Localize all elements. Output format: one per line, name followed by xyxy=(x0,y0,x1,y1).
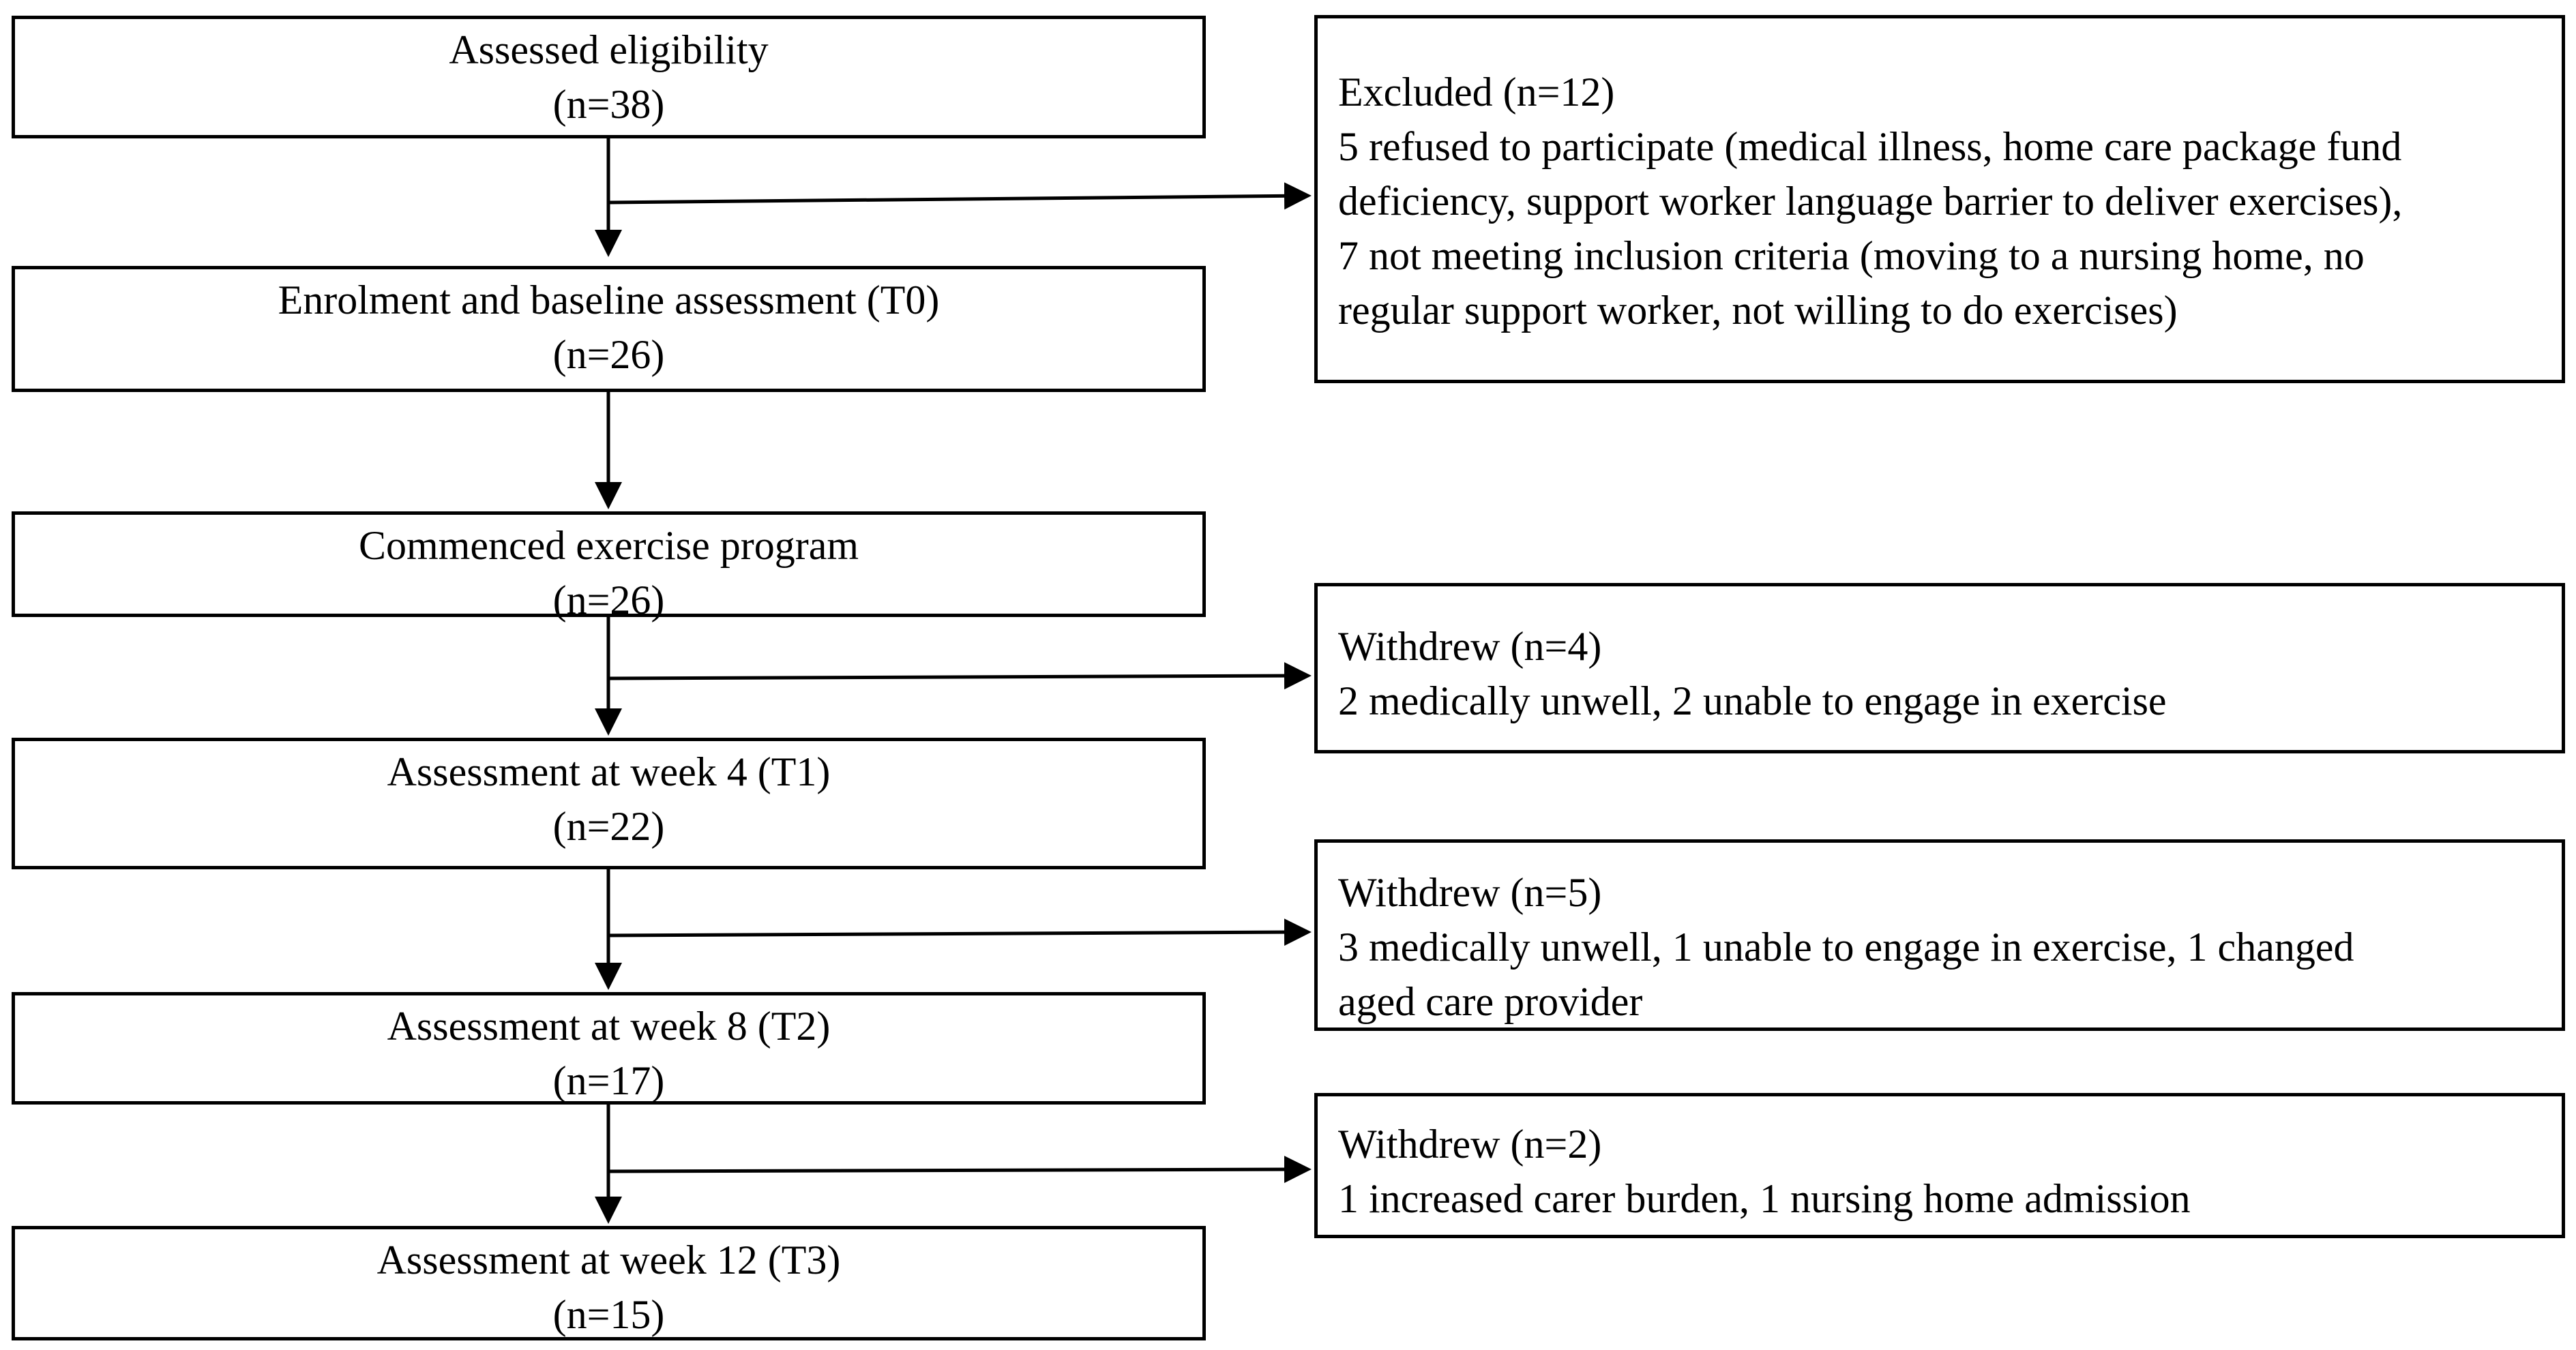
stage-title: Assessment at week 4 (T1) xyxy=(387,749,831,794)
exit-detail-line: regular support worker, not willing to d… xyxy=(1338,288,2178,333)
exit-detail-line: 5 refused to participate (medical illnes… xyxy=(1338,124,2402,169)
arrow-to-withdrew-3 xyxy=(608,1156,1312,1184)
exit-detail-line: 7 not meeting inclusion criteria (moving… xyxy=(1338,233,2365,278)
exit-box-withdrew-week12: Withdrew (n=2) 1 increased carer burden,… xyxy=(1314,1093,2565,1238)
exit-detail-line: deficiency, support worker language barr… xyxy=(1338,179,2403,224)
exit-detail-line: 1 increased carer burden, 1 nursing home… xyxy=(1338,1176,2191,1221)
stage-count: (n=38) xyxy=(552,82,665,127)
exit-title: Withdrew (n=2) xyxy=(1338,1122,1602,1167)
arrow-to-excluded xyxy=(608,182,1312,210)
arrow-to-withdrew-1 xyxy=(608,662,1312,690)
exit-box-withdrew-week8: Withdrew (n=5) 3 medically unwell, 1 una… xyxy=(1314,839,2565,1031)
stage-box-week12: Assessment at week 12 (T3) (n=15) xyxy=(12,1226,1206,1340)
stage-title: Assessment at week 12 (T3) xyxy=(376,1238,841,1282)
stage-title: Assessed eligibility xyxy=(449,27,769,72)
stage-count: (n=22) xyxy=(552,804,665,849)
arrow-to-withdrew-2 xyxy=(608,918,1312,946)
stage-box-week8: Assessment at week 8 (T2) (n=17) xyxy=(12,992,1206,1105)
stage-box-commenced: Commenced exercise program (n=26) xyxy=(12,511,1206,622)
stage-box-week4: Assessment at week 4 (T1) (n=22) xyxy=(12,738,1206,869)
exit-title: Withdrew (n=5) xyxy=(1338,870,1602,915)
exit-title: Withdrew (n=4) xyxy=(1338,624,1602,669)
exit-box-withdrew-week4: Withdrew (n=4) 2 medically unwell, 2 una… xyxy=(1314,583,2565,753)
stage-title: Assessment at week 8 (T2) xyxy=(387,1004,831,1049)
stage-title: Enrolment and baseline assessment (T0) xyxy=(278,278,940,322)
stage-count: (n=26) xyxy=(552,332,665,377)
stage-count: (n=26) xyxy=(552,578,665,622)
exit-box-excluded: Excluded (n=12) 5 refused to participate… xyxy=(1314,15,2565,383)
exit-detail-line: 2 medically unwell, 2 unable to engage i… xyxy=(1338,678,2167,723)
stage-title: Commenced exercise program xyxy=(358,523,859,568)
stage-count: (n=15) xyxy=(552,1292,665,1337)
stage-box-eligibility: Assessed eligibility (n=38) xyxy=(12,16,1206,138)
exit-detail-line: 3 medically unwell, 1 unable to engage i… xyxy=(1338,925,2354,970)
stage-count: (n=17) xyxy=(552,1058,665,1103)
exit-title: Excluded (n=12) xyxy=(1338,70,1615,115)
stage-box-enrolment: Enrolment and baseline assessment (T0) (… xyxy=(12,266,1206,392)
exit-detail-line: aged care provider xyxy=(1338,979,1643,1024)
